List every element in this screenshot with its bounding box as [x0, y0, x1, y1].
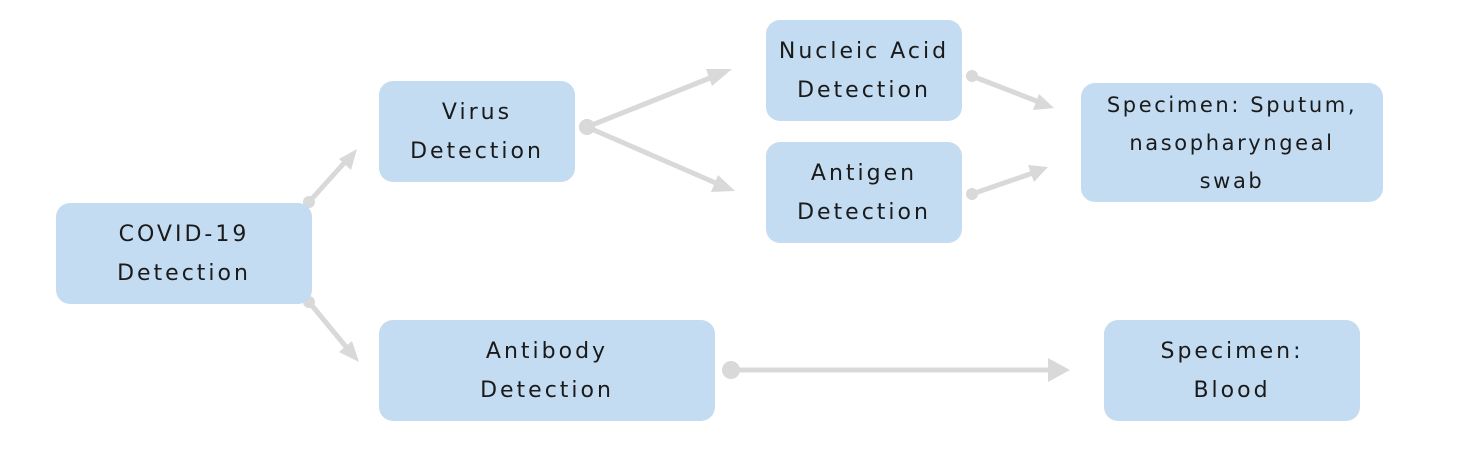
node-label-line: Detection [410, 138, 544, 164]
node-label-line: Nucleic Acid [778, 38, 950, 64]
node-label-line: Detection [480, 377, 614, 403]
edge-start-dot [966, 188, 978, 200]
edge-arrowhead [1028, 165, 1048, 182]
edge-antigen-to-sputum [966, 165, 1048, 200]
edge-start-dot [722, 361, 740, 379]
edge-start-dot [966, 70, 978, 82]
edge-arrowhead [339, 341, 359, 362]
node-antibody-detection: Antibody Detection [379, 320, 715, 421]
edge-line [969, 73, 1042, 105]
edge-arrowhead [706, 69, 732, 86]
node-covid-19-detection: COVID-19 Detection [56, 203, 312, 304]
node-virus-detection: Virus Detection [379, 81, 575, 182]
node-antigen-detection: Antigen Detection [766, 142, 962, 243]
edge-line [306, 159, 348, 205]
edge-arrowhead [339, 149, 357, 170]
node-label-line: Detection [117, 260, 251, 286]
node-label-line: Specimen: Sputum, [1106, 92, 1358, 117]
node-specimen-blood: Specimen: Blood [1104, 320, 1360, 421]
edge-arrowhead [1033, 94, 1054, 110]
node-label-line: Antibody [485, 338, 609, 364]
node-label-line: Detection [797, 199, 931, 225]
node-label-line: Detection [797, 77, 931, 103]
edge-covid-to-virus [303, 149, 357, 208]
edge-line [306, 299, 350, 351]
node-label-line: Antigen [810, 160, 918, 186]
node-label-line: Specimen: [1160, 338, 1304, 364]
node-nucleic-acid-detection: Nucleic Acid Detection [766, 20, 962, 121]
edge-nucleic-to-sputum [966, 70, 1054, 110]
node-label-line: nasopharyngeal [1129, 130, 1335, 155]
edge-covid-to-antibody [303, 296, 359, 362]
node-label-line: Blood [1193, 377, 1271, 403]
edge-line [584, 124, 721, 187]
edge-antibody-to-blood [722, 358, 1070, 382]
node-label-line: COVID-19 [118, 221, 250, 247]
edge-start-dot [579, 119, 595, 135]
edge-arrowhead [711, 175, 735, 192]
edge-line [584, 73, 718, 130]
node-label-line: swab [1199, 168, 1265, 193]
edge-arrowhead [1048, 358, 1070, 382]
node-specimen-sputum-swab: Specimen: Sputum, nasopharyngeal swab [1081, 83, 1383, 202]
edge-virus-to-antigen [579, 119, 735, 192]
edge-virus-to-nucleic [579, 69, 732, 135]
node-label-line: Virus [441, 99, 513, 125]
edge-line [969, 170, 1036, 197]
